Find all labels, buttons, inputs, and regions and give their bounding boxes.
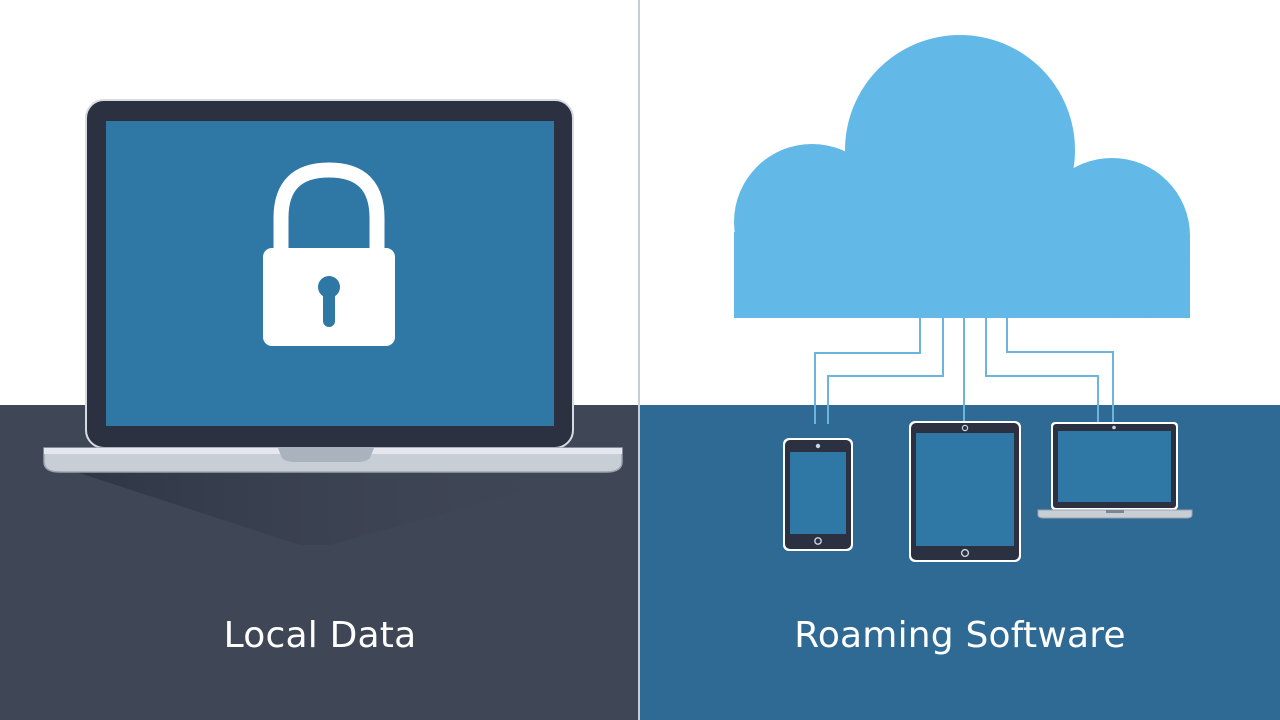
padlock-shackle — [273, 162, 385, 250]
keyhole-slot — [323, 290, 335, 327]
cloud-connection-lines — [814, 318, 1114, 424]
laptop-trackpad-notch — [278, 448, 374, 462]
keyhole-circle — [318, 276, 340, 298]
roaming-software-label: Roaming Software — [794, 615, 1126, 656]
tablet-icon — [909, 421, 1021, 562]
local-data-label: Local Data — [223, 615, 417, 656]
padlock-icon — [263, 162, 395, 346]
laptop-shadow — [70, 470, 600, 545]
smartphone-icon — [783, 438, 853, 551]
cloud-icon — [734, 35, 1190, 318]
laptop-small-icon — [1037, 422, 1193, 519]
